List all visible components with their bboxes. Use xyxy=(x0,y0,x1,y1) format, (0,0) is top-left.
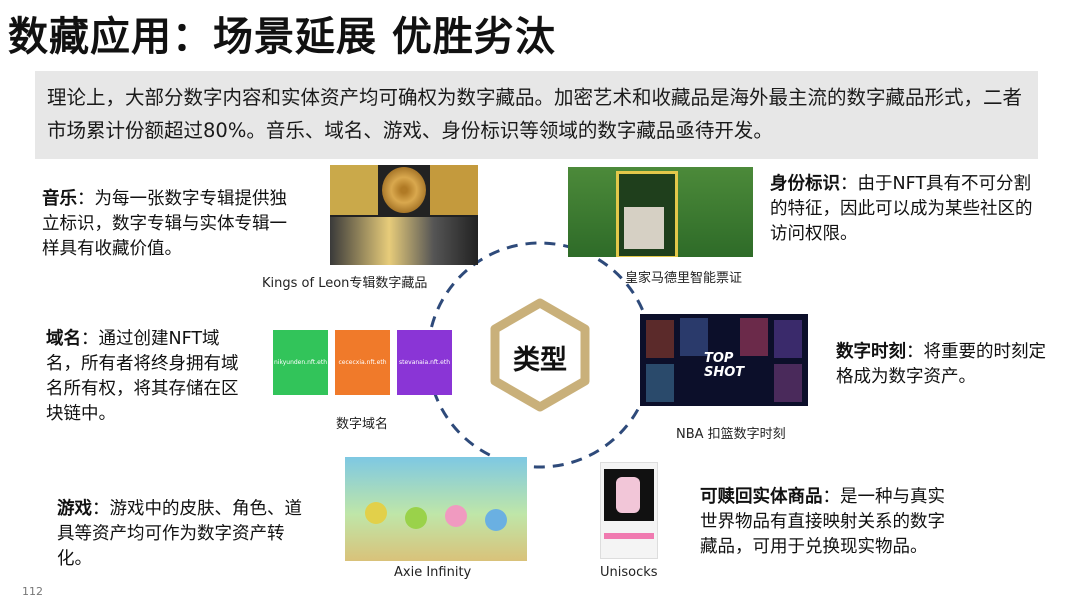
game-heading: 游戏 xyxy=(57,499,92,519)
moment-topshot-image: TOP SHOT xyxy=(640,314,808,406)
page-number: 112 xyxy=(22,585,43,598)
identity-desc: 身份标识：由于NFT具有不可分割的特征，因此可以成为某些社区的访问权限。 xyxy=(770,172,1042,247)
domain-card-orange: cececxia.nft.eth xyxy=(335,330,390,395)
hexagon-frame xyxy=(490,298,590,412)
domain-heading: 域名 xyxy=(46,329,81,349)
domain-desc: 域名：通过创建NFT域名，所有者将终身拥有域名所有权，将其存储在区块链中。 xyxy=(46,327,251,427)
moment-body: ：将重要的时刻定格成为数字资产。 xyxy=(836,342,1046,387)
redeem-heading: 可赎回实体商品 xyxy=(700,487,823,507)
redeem-unisocks-image xyxy=(600,462,658,559)
game-axie-image xyxy=(345,457,527,561)
identity-body: ：由于NFT具有不可分割的特征，因此可以成为某些社区的访问权限。 xyxy=(770,174,1033,244)
domain-card-purple: stevanaia.nft.eth xyxy=(397,330,452,395)
identity-caption: 皇家马德里智能票证 xyxy=(625,271,743,286)
redeem-caption: Unisocks xyxy=(600,565,658,580)
game-desc: 游戏：游戏中的皮肤、角色、道具等资产均可作为数字资产转化。 xyxy=(57,497,312,572)
domain-card-green: nikyunden.nft.eth xyxy=(273,330,328,395)
game-body: ：游戏中的皮肤、角色、道具等资产均可作为数字资产转化。 xyxy=(57,499,302,569)
game-caption: Axie Infinity xyxy=(394,565,472,580)
moment-heading: 数字时刻 xyxy=(836,342,906,362)
music-desc: 音乐：为每一张数字专辑提供独立标识，数字专辑与实体专辑一样具有收藏价值。 xyxy=(42,187,287,262)
moment-desc: 数字时刻：将重要的时刻定格成为数字资产。 xyxy=(836,340,1046,390)
identity-ticket-image xyxy=(568,167,753,257)
domain-body: ：通过创建NFT域名，所有者将终身拥有域名所有权，将其存储在区块链中。 xyxy=(46,329,239,424)
music-body: ：为每一张数字专辑提供独立标识，数字专辑与实体专辑一样具有收藏价值。 xyxy=(42,189,287,259)
music-album-image xyxy=(330,165,478,265)
domain-caption: 数字域名 xyxy=(336,417,389,432)
topshot-logo: TOP SHOT xyxy=(704,351,745,380)
redeem-body: ：是一种与真实世界物品有直接映射关系的数字藏品，可用于兑换现实物品。 xyxy=(700,487,945,557)
music-heading: 音乐 xyxy=(42,189,77,209)
music-caption: Kings of Leon专辑数字藏品 xyxy=(262,276,428,291)
identity-heading: 身份标识 xyxy=(770,174,840,194)
center-label: 类型 xyxy=(513,345,567,376)
intro-box: 理论上，大部分数字内容和实体资产均可确权为数字藏品。加密艺术和收藏品是海外最主流… xyxy=(35,71,1038,159)
redeem-desc: 可赎回实体商品：是一种与真实世界物品有直接映射关系的数字藏品，可用于兑换现实物品… xyxy=(700,485,962,560)
moment-caption: NBA 扣篮数字时刻 xyxy=(676,427,786,442)
page-title: 数藏应用：场景延展 优胜劣汰 xyxy=(8,14,556,60)
